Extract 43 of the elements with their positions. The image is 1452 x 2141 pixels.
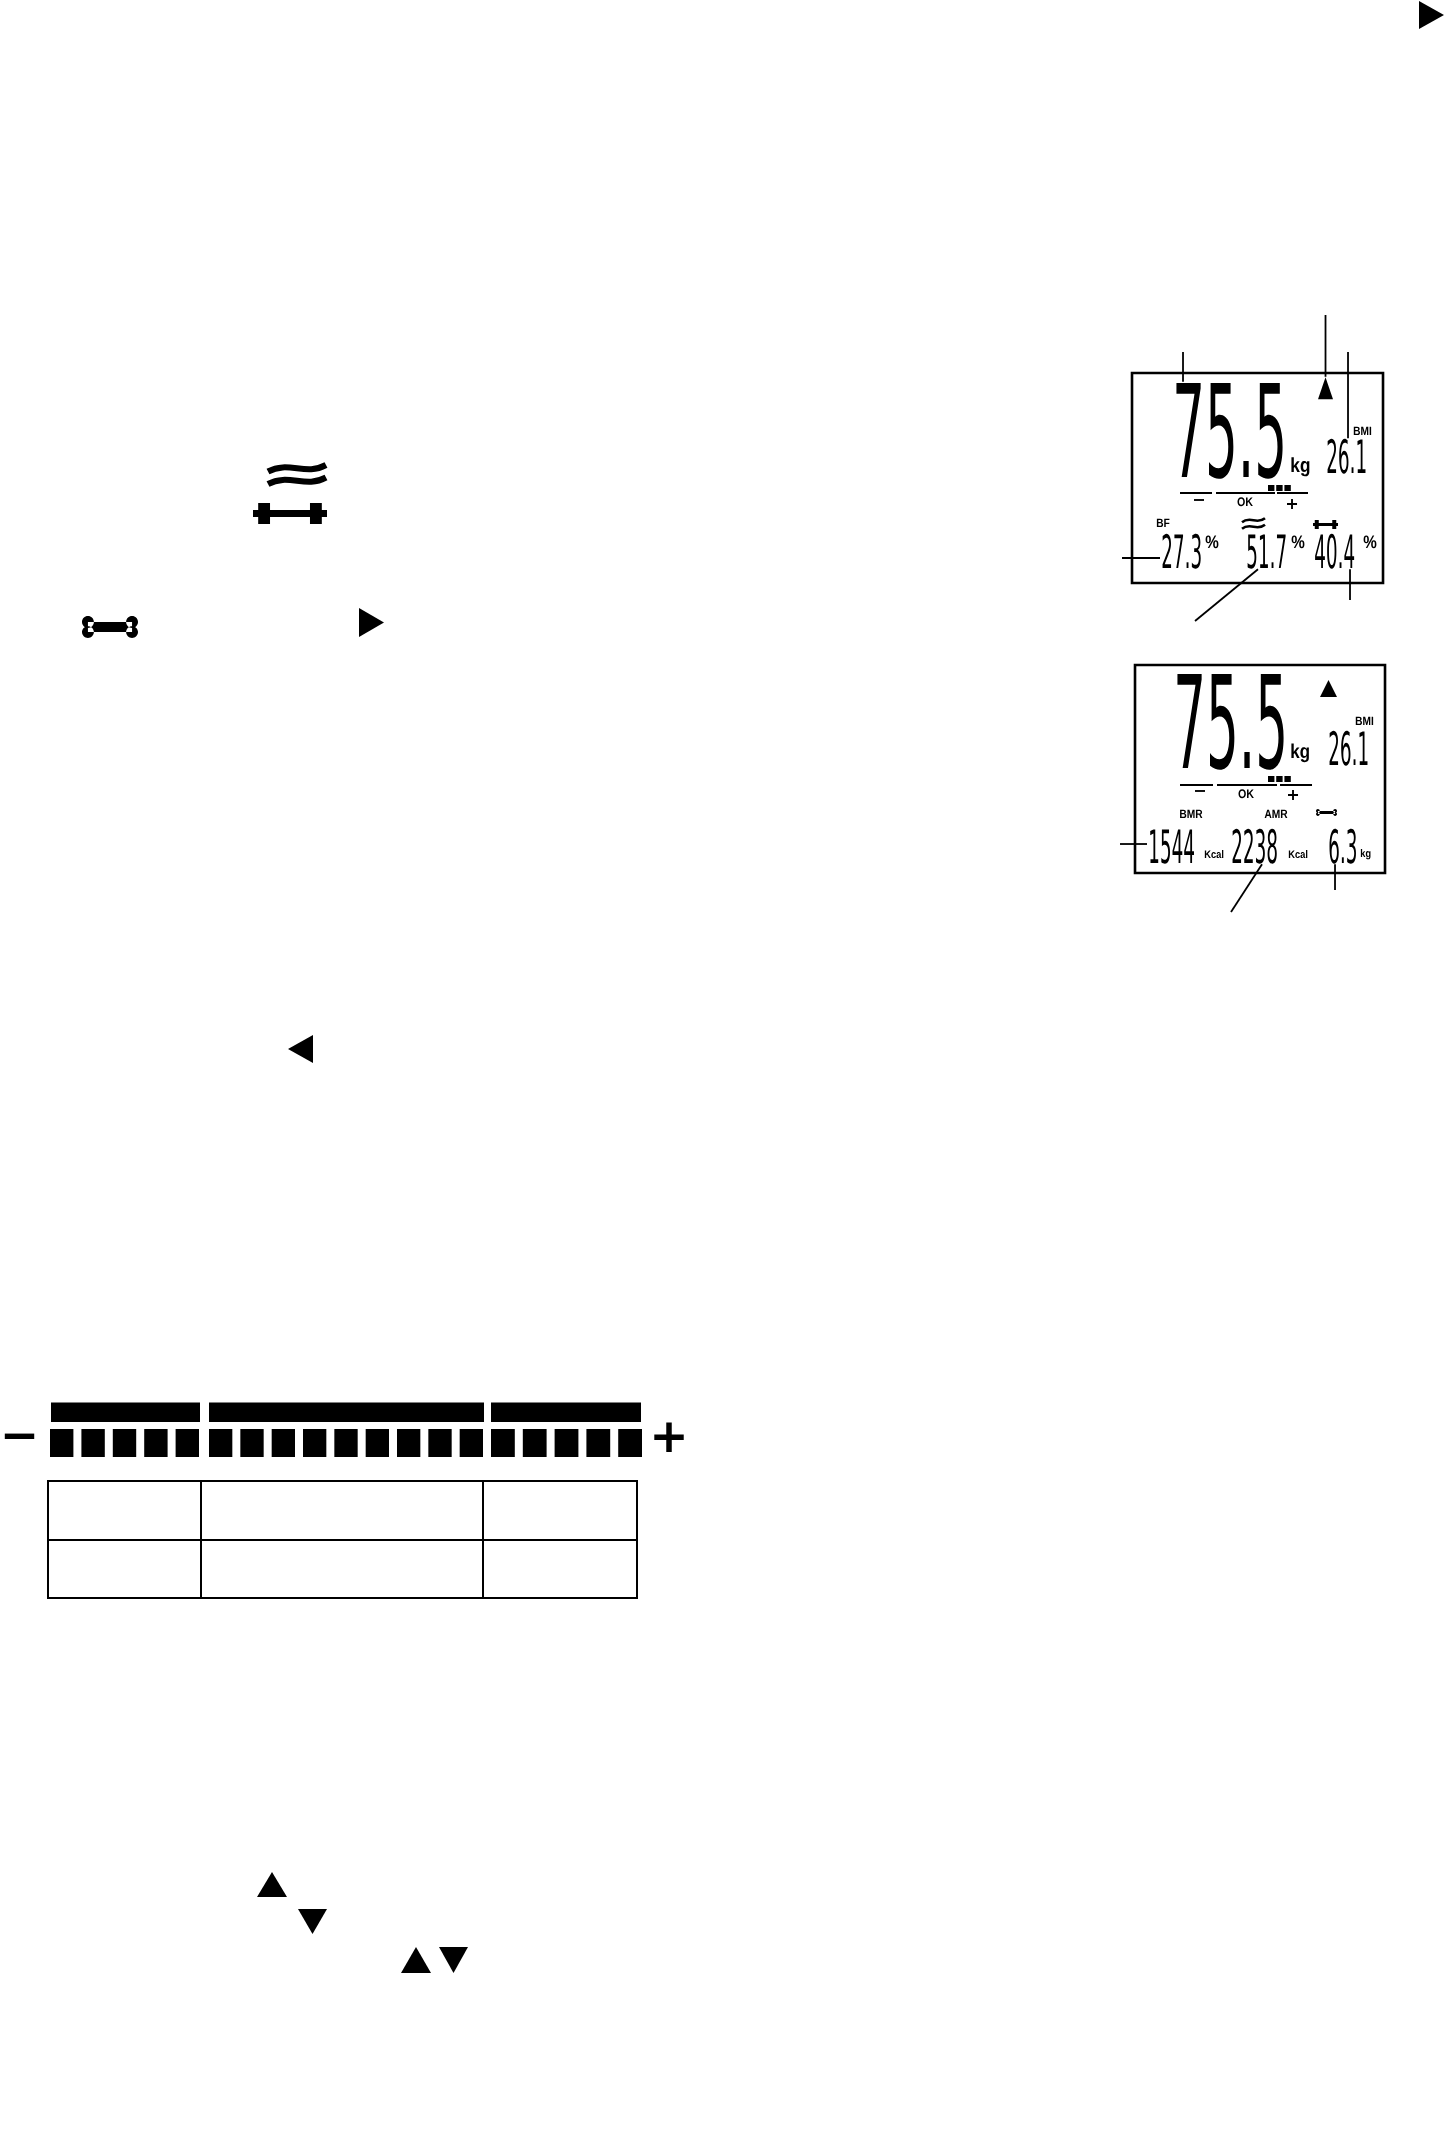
display-screen [1133, 663, 1387, 875]
leader-line [1194, 568, 1259, 622]
minus-sign: − [4, 1433, 35, 1439]
display-label: BMI [1355, 716, 1374, 725]
display-reading: 75.5 [1176, 382, 1283, 479]
display-reading: 40.4 [1315, 533, 1355, 569]
display-reading: 1544 [1150, 829, 1194, 864]
display-reading: 2238 [1232, 828, 1277, 864]
plus-sign: + [1287, 499, 1298, 509]
plus-sign: + [1288, 790, 1299, 800]
unit-label: % [1291, 535, 1305, 549]
leader-line [1324, 314, 1327, 378]
display-label: BMR [1180, 809, 1203, 818]
display-label: OK [1237, 497, 1253, 507]
display-screen [1130, 371, 1385, 585]
plus-sign: + [654, 1422, 684, 1452]
display-reading: 75.5 [1177, 673, 1284, 770]
unit-label: kg [1291, 457, 1310, 477]
display-reading: 6.3 [1329, 828, 1356, 864]
leader-line [1230, 863, 1263, 913]
unit-label: Kcal [1204, 850, 1224, 859]
triangle-icon [1318, 377, 1333, 400]
leader-line [1347, 351, 1349, 440]
leader-line [1349, 568, 1351, 601]
leader-line [1182, 351, 1184, 383]
display-label: OK [1238, 789, 1254, 799]
unit-label: Kcal [1288, 850, 1308, 859]
unit-label: kg [1360, 849, 1371, 860]
unit-label: kg [1291, 743, 1309, 763]
leader-line [1334, 863, 1336, 891]
minus-sign: − [1194, 499, 1204, 501]
display-reading: 26.1 [1329, 730, 1368, 766]
display-reading: 26.1 [1327, 438, 1366, 474]
unit-label: % [1205, 535, 1219, 549]
display-label: BMI [1353, 426, 1372, 435]
unit-label: % [1363, 535, 1377, 549]
display-label: AMR [1264, 809, 1288, 818]
leader-line [1119, 843, 1148, 845]
display-reading: 51.7 [1247, 534, 1286, 569]
leader-line [1121, 557, 1161, 559]
minus-sign: − [1195, 790, 1205, 792]
display-reading: 27.3 [1162, 533, 1201, 569]
display-label: BF [1156, 518, 1170, 527]
